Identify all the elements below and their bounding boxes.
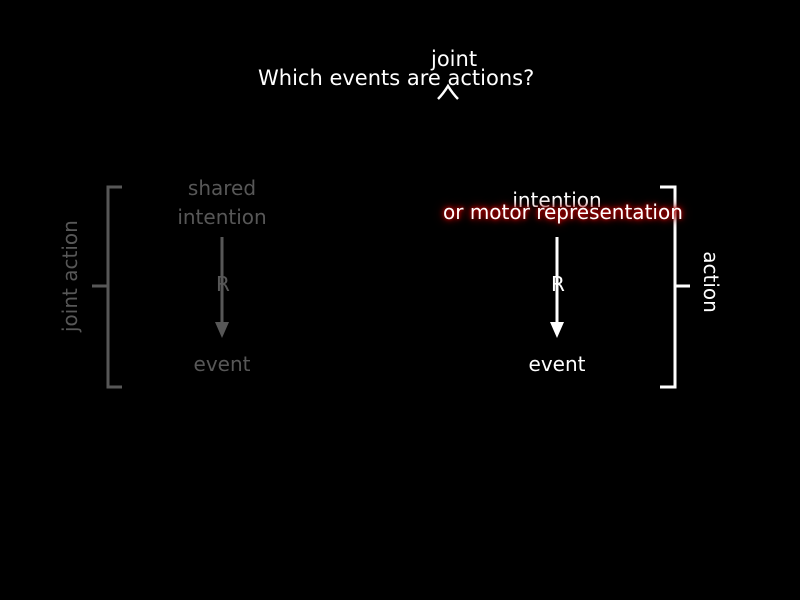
left-relation-label: R [216,272,230,296]
left-top-label: shared intention [152,174,292,232]
question-text: Which events are actions? [258,66,535,90]
insertion-caret-icon [437,83,459,100]
right-bracket [660,185,690,389]
left-top-line1: shared [187,176,257,200]
right-arrowhead [550,322,564,338]
left-top-line2: intention [177,205,267,229]
right-relation-label: R [551,272,565,296]
left-arrowhead [215,322,229,338]
left-bracket [92,185,122,389]
joint-action-bracket-label: joint action [58,220,82,332]
inserted-word-joint: joint [431,47,478,71]
motor-representation-overlay: or motor representation [443,200,683,224]
right-event-label: event [528,352,586,376]
left-event-label: event [193,352,251,376]
right-top-label: intention [512,188,602,212]
action-bracket-label: action [699,251,723,313]
